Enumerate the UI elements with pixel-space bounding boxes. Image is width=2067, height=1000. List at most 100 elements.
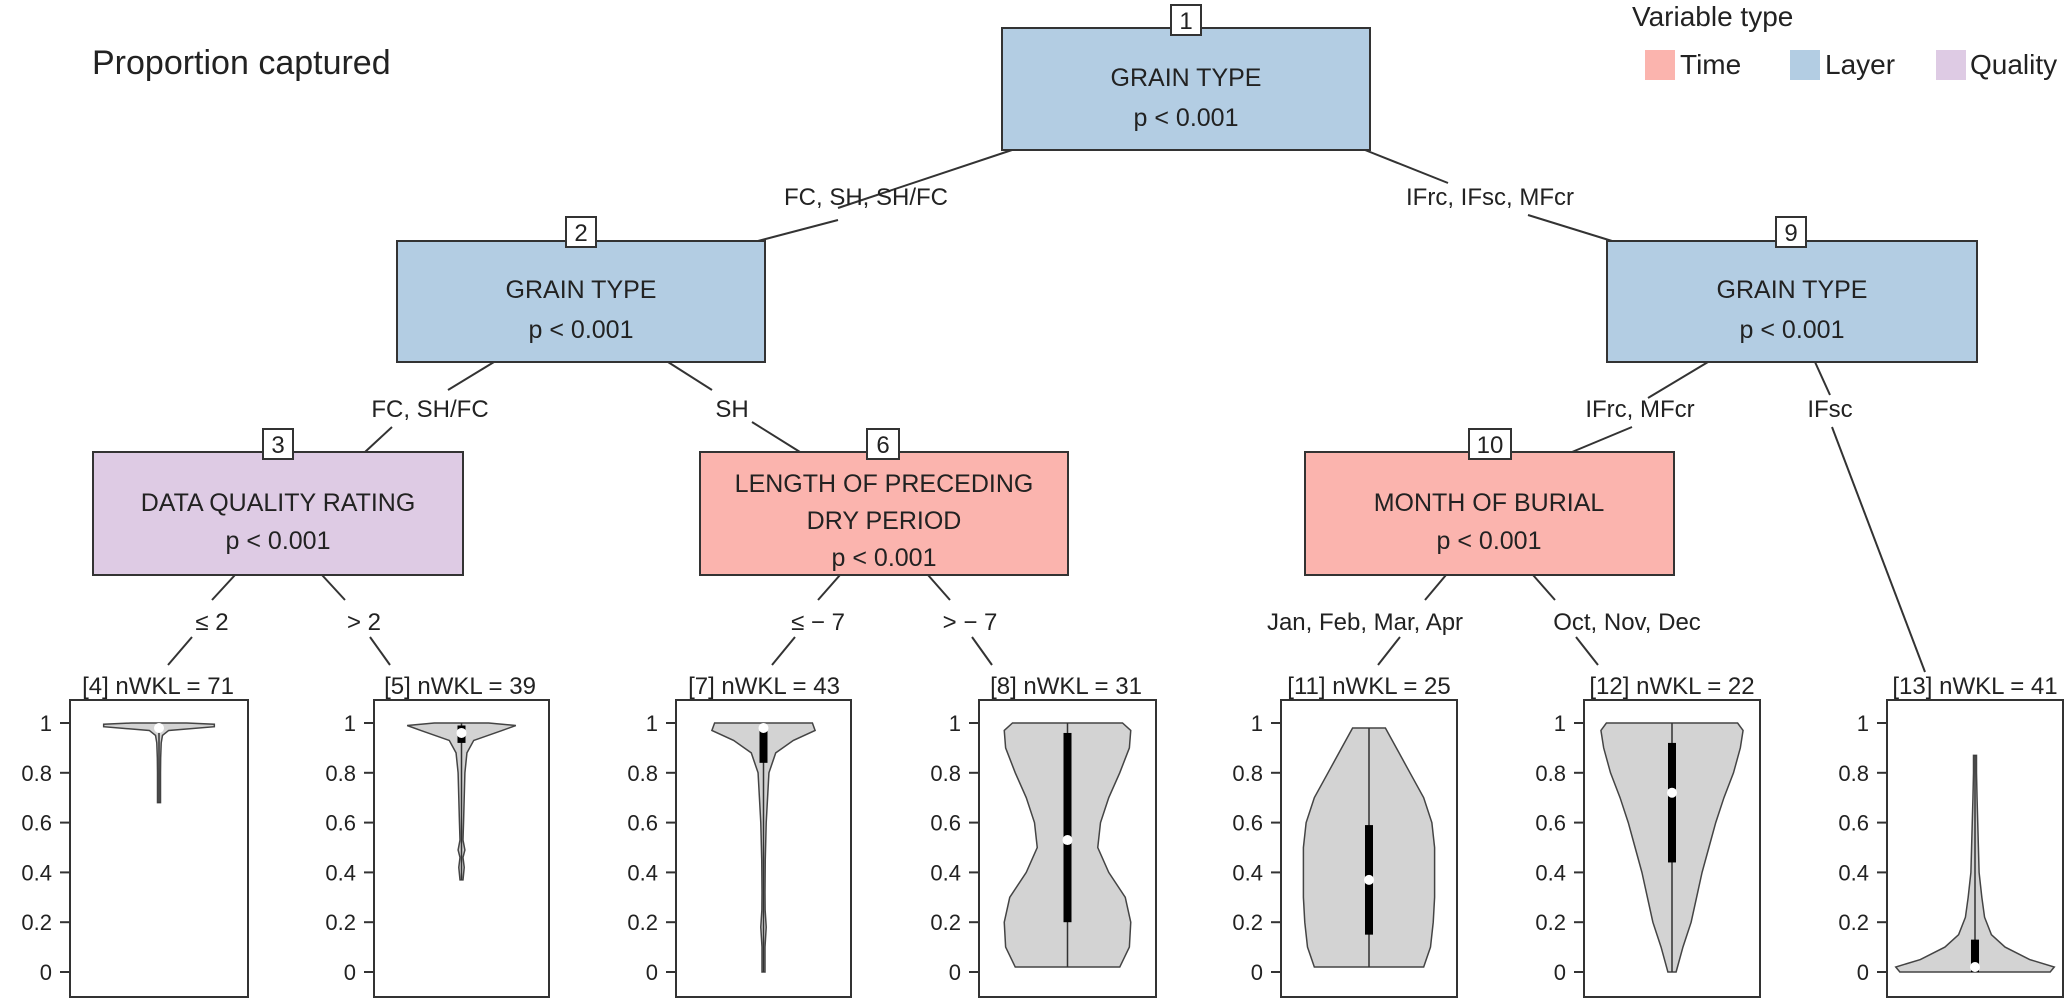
edge-2-6-upper — [667, 361, 713, 391]
leaf-13-violin — [1894, 754, 2056, 973]
node-9-pvalue: p < 0.001 — [1740, 316, 1845, 344]
leaf-5: [5] nWKL = 39 10.80.60.40.20 — [325, 673, 550, 998]
y-tick-label: 0.8 — [21, 761, 52, 786]
legend-swatch-layer — [1790, 50, 1820, 80]
chart-title: Proportion captured — [92, 44, 391, 82]
y-tick-label: 0.4 — [930, 860, 961, 885]
y-tick-label: 1 — [1554, 711, 1566, 736]
node-6-variable-line1: LENGTH OF PRECEDING — [735, 470, 1034, 498]
violin-median — [758, 722, 769, 733]
y-tick-label: 1 — [40, 711, 52, 736]
y-tick-label: 0.8 — [627, 761, 658, 786]
y-tick-label: 0.6 — [1232, 811, 1263, 836]
leaf-12-violin — [1600, 722, 1744, 973]
edge-10-11-lower — [1377, 636, 1401, 666]
edge-3-5-lower — [369, 636, 391, 666]
tree-edges — [167, 149, 1926, 673]
leaf-8-y-axis: 10.80.60.40.20 — [930, 711, 979, 985]
y-tick-label: 0.6 — [21, 811, 52, 836]
node-3-variable: DATA QUALITY RATING — [141, 489, 416, 517]
edge-6-7-upper — [817, 574, 841, 601]
edge-label-3-5: > 2 — [347, 609, 381, 636]
edge-2-6-lower — [751, 421, 801, 453]
edge-label-9-13: IFsc — [1807, 396, 1852, 423]
node-1-pvalue: p < 0.001 — [1134, 104, 1239, 132]
y-tick-label: 0.6 — [325, 811, 356, 836]
edge-2-3-lower — [364, 426, 393, 453]
y-tick-label: 0.2 — [930, 910, 961, 935]
edge-10-12-lower — [1575, 636, 1599, 666]
y-tick-label: 1 — [1251, 711, 1263, 736]
y-tick-label: 0 — [949, 960, 961, 985]
leaf-4-violin — [102, 722, 216, 804]
edge-10-11-upper — [1424, 574, 1447, 601]
legend-label-layer: Layer — [1825, 49, 1895, 80]
node-9-box — [1606, 240, 1978, 363]
y-tick-label: 0.4 — [1535, 860, 1566, 885]
edge-label-2-6: SH — [715, 396, 748, 423]
edge-3-4-upper — [211, 574, 236, 601]
violin-median — [1062, 835, 1073, 846]
node-3-id-box — [262, 428, 294, 460]
node-1-box — [1001, 27, 1371, 151]
leaf-8-label: [8] nWKL = 31 — [990, 673, 1142, 700]
leaf-12-y-axis: 10.80.60.40.20 — [1535, 711, 1584, 985]
leaf-13-y-axis: 10.80.60.40.20 — [1838, 711, 1887, 985]
y-tick-label: 0.4 — [1838, 860, 1869, 885]
y-tick-label: 0 — [344, 960, 356, 985]
y-tick-label: 0 — [1251, 960, 1263, 985]
y-tick-label: 0 — [646, 960, 658, 985]
node-6: 6 LENGTH OF PRECEDING DRY PERIOD p < 0.0… — [699, 428, 1069, 576]
y-tick-label: 0.4 — [325, 860, 356, 885]
leaf-7-label: [7] nWKL = 43 — [688, 673, 840, 700]
leaf-4-label: [4] nWKL = 71 — [82, 673, 234, 700]
y-tick-label: 0.4 — [21, 860, 52, 885]
leaf-13-label: [13] nWKL = 41 — [1892, 673, 2057, 700]
leaf-11-y-axis: 10.80.60.40.20 — [1232, 711, 1281, 985]
leaf-12: [12] nWKL = 22 10.80.60.40.20 — [1535, 673, 1761, 998]
y-tick-label: 0.4 — [627, 860, 658, 885]
node-2-id-box — [565, 216, 597, 248]
y-tick-label: 0.2 — [1535, 910, 1566, 935]
leaf-4: [4] nWKL = 71 10.80.60.40.20 — [21, 673, 249, 998]
y-tick-label: 0.6 — [930, 811, 961, 836]
node-3: 3 DATA QUALITY RATING p < 0.001 — [92, 428, 464, 576]
edge-label-6-8: > − 7 — [943, 609, 998, 636]
edge-1-2-lower — [757, 219, 839, 242]
node-1-id: 1 — [1179, 8, 1192, 35]
node-9: 9 GRAIN TYPE p < 0.001 — [1606, 216, 1978, 363]
node-1-id-box — [1170, 4, 1202, 36]
node-2: 2 GRAIN TYPE p < 0.001 — [396, 216, 766, 363]
edge-label-9-10: IFrc, MFcr — [1585, 396, 1694, 423]
node-10-box — [1304, 451, 1675, 576]
y-tick-label: 1 — [646, 711, 658, 736]
legend: Variable type Time Layer Quality — [1632, 1, 2057, 80]
y-tick-label: 0.2 — [1838, 910, 1869, 935]
leaf-12-label: [12] nWKL = 22 — [1589, 673, 1754, 700]
y-tick-label: 0.8 — [1232, 761, 1263, 786]
node-10: 10 MONTH OF BURIAL p < 0.001 — [1304, 428, 1675, 576]
node-1: 1 GRAIN TYPE p < 0.001 — [1001, 4, 1371, 151]
y-tick-label: 1 — [949, 711, 961, 736]
node-3-box — [92, 451, 464, 576]
edge-label-1-9: IFrc, IFsc, MFcr — [1406, 184, 1574, 211]
edge-label-1-2: FC, SH, SH/FC — [784, 184, 948, 211]
edge-9-13-upper — [1814, 361, 1831, 396]
legend-swatch-time — [1645, 50, 1675, 80]
y-tick-label: 0.2 — [1232, 910, 1263, 935]
node-10-pvalue: p < 0.001 — [1437, 527, 1542, 555]
violin-median — [456, 727, 467, 738]
violin-median — [154, 722, 164, 733]
edge-label-10-11: Jan, Feb, Mar, Apr — [1267, 609, 1463, 636]
leaf-5-y-axis: 10.80.60.40.20 — [325, 711, 374, 985]
violin-iqr-bar — [1063, 732, 1072, 923]
edge-1-9-lower — [1527, 214, 1613, 242]
leaf-7-violin — [710, 722, 817, 973]
edge-label-6-7: ≤ − 7 — [791, 609, 845, 636]
y-tick-label: 0 — [1857, 960, 1869, 985]
leaf-8: [8] nWKL = 31 10.80.60.40.20 — [930, 673, 1157, 998]
node-2-id: 2 — [574, 220, 587, 247]
edge-1-9-upper — [1364, 149, 1449, 184]
violin-median — [1364, 874, 1374, 885]
